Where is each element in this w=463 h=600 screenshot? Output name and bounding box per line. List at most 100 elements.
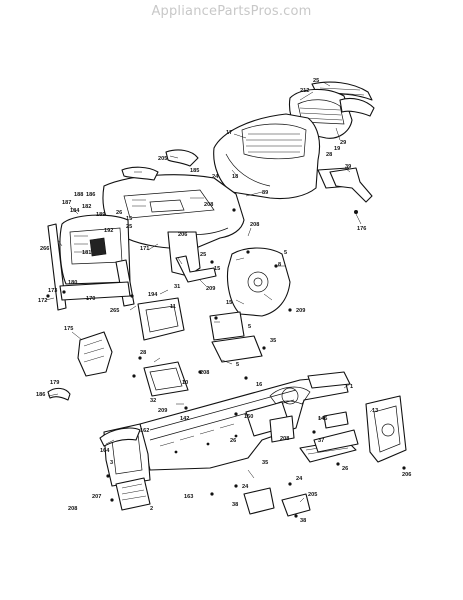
callout-188: 188 <box>74 192 83 198</box>
bottom-bracket-left[interactable] <box>243 487 275 515</box>
callout-170: 170 <box>86 296 95 302</box>
callout-31: 31 <box>174 284 180 290</box>
callout-16: 16 <box>256 382 262 388</box>
callout-189: 189 <box>96 212 105 218</box>
callout-163: 163 <box>184 494 193 500</box>
callout-5-low: 5 <box>248 324 251 330</box>
callout-28-low: 28 <box>140 350 146 356</box>
callout-8: 8 <box>278 262 281 268</box>
callout-10: 10 <box>182 380 188 386</box>
callout-209-a: 209 <box>206 286 215 292</box>
panel-base[interactable] <box>59 281 131 301</box>
callout-38-a: 38 <box>232 502 238 508</box>
callout-172: 172 <box>38 298 47 304</box>
callout-3: 3 <box>110 460 113 466</box>
battery-tray[interactable] <box>211 335 263 363</box>
callout-11: 11 <box>170 304 176 310</box>
callout-171: 171 <box>140 246 149 252</box>
callout-205: 205 <box>158 156 167 162</box>
front-bracket-plate[interactable] <box>115 477 151 511</box>
callout-13: 13 <box>372 408 378 414</box>
callout-206: 206 <box>178 232 187 238</box>
callout-18: 18 <box>232 174 238 180</box>
callout-162: 162 <box>140 428 149 434</box>
fuel-tank[interactable] <box>226 247 291 317</box>
dash-cover[interactable] <box>165 149 199 167</box>
callout-265: 265 <box>110 308 119 314</box>
callout-208-right: 208 <box>280 436 289 442</box>
callout-38-b: 38 <box>300 518 306 524</box>
callout-179: 179 <box>50 380 59 386</box>
callout-206-low: 206 <box>402 472 411 478</box>
main-frame[interactable] <box>139 371 351 471</box>
instrument-panel[interactable] <box>59 214 131 285</box>
callout-186: 186 <box>86 192 95 198</box>
callout-35-b: 35 <box>262 460 268 466</box>
callout-175: 175 <box>64 326 73 332</box>
lever-assembly[interactable] <box>175 255 217 283</box>
callout-192: 192 <box>104 228 113 234</box>
hood-lens[interactable] <box>339 97 375 117</box>
callout-145: 145 <box>318 416 327 422</box>
callout-1: 1 <box>350 384 353 390</box>
callout-29: 29 <box>340 140 346 146</box>
callout-17: 17 <box>226 130 232 136</box>
dash-panel[interactable] <box>102 174 245 249</box>
watermark-text: AppliancePartsPros.com <box>151 4 312 19</box>
rear-side-panel[interactable] <box>365 395 407 463</box>
callout-184: 184 <box>70 208 80 214</box>
callout-186-low: 186 <box>36 392 45 398</box>
callout-176: 176 <box>357 226 366 232</box>
callout-32: 32 <box>150 398 156 404</box>
callout-15-mid: 15 <box>214 266 220 272</box>
hood-bracket[interactable] <box>329 167 373 203</box>
callout-212: 212 <box>300 88 309 94</box>
callout-35-a: 35 <box>270 338 276 344</box>
callout-19: 19 <box>334 146 340 152</box>
callout-2: 2 <box>150 506 153 512</box>
callout-25-right: 25 <box>200 252 206 258</box>
fuel-cap-cover[interactable] <box>121 166 159 181</box>
callout-leaders <box>45 81 375 503</box>
callout-89: 89 <box>262 190 268 196</box>
hood-shell[interactable] <box>213 113 321 200</box>
callout-181: 181 <box>82 250 91 256</box>
front-bumper[interactable] <box>99 427 141 447</box>
callout-25-mid: 25 <box>126 224 132 230</box>
foot-pad-bracket[interactable] <box>313 429 359 453</box>
callout-205-low: 205 <box>308 492 317 498</box>
callout-24-bottom: 24 <box>242 484 249 490</box>
callout-194: 194 <box>148 292 158 298</box>
callout-180: 180 <box>68 280 77 286</box>
callout-173: 173 <box>48 288 57 294</box>
callout-187: 187 <box>62 200 71 206</box>
tank-bracket[interactable] <box>209 311 245 341</box>
callout-26-right: 26 <box>342 466 348 472</box>
callout-164: 164 <box>100 448 110 454</box>
callout-142: 142 <box>180 416 189 422</box>
callout-150: 150 <box>244 414 253 420</box>
callout-266: 266 <box>40 246 49 252</box>
callout-labels: 25 212 17 29 19 28 39 176 18 89 205 185 … <box>36 78 411 524</box>
callout-15-top: 15 <box>126 216 132 222</box>
seat-mount-bracket[interactable] <box>137 297 185 341</box>
hardware-bolts <box>46 208 406 518</box>
callout-24-top: 24 <box>212 174 219 180</box>
callout-37: 37 <box>318 438 324 444</box>
callout-208-top: 208 <box>204 202 213 208</box>
callout-25: 25 <box>313 78 319 84</box>
callout-24-low: 24 <box>296 476 303 482</box>
footrest-plate[interactable] <box>143 361 189 397</box>
deflector-shield[interactable] <box>77 331 113 377</box>
callout-28: 28 <box>326 152 332 158</box>
callout-5: 5 <box>284 250 287 256</box>
callout-209-c: 209 <box>158 408 167 414</box>
clip-handle[interactable] <box>47 387 71 401</box>
bottom-bracket-right[interactable] <box>281 493 311 517</box>
callout-207: 207 <box>92 494 101 500</box>
support-plate[interactable] <box>269 415 295 443</box>
side-rail[interactable] <box>323 411 349 429</box>
callout-208-low: 208 <box>200 370 209 376</box>
callout-15-low: 15 <box>226 300 232 306</box>
